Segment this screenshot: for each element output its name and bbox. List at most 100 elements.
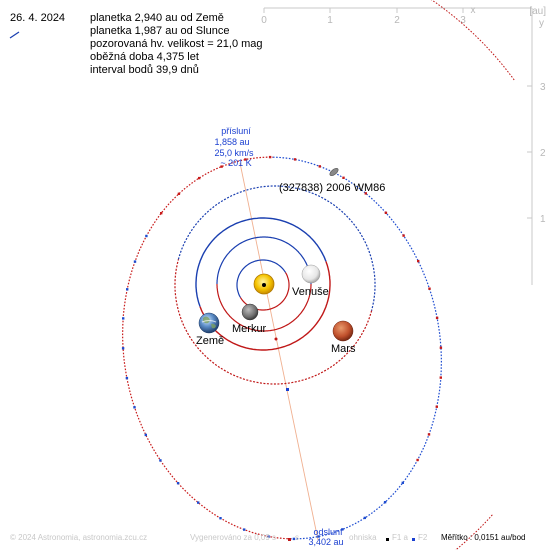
orbit-interval-point (145, 234, 148, 238)
mars-orbit-south (174, 259, 373, 385)
apsidal-line (239, 162, 319, 541)
orbit-interval-point (292, 537, 296, 541)
orbit-interval-point (125, 376, 129, 380)
x-tick-label: 0 (261, 15, 267, 26)
copyright-text[interactable]: © 2024 Astronomia, astronomia.zcu.cz (10, 533, 148, 542)
info-line-period: oběžná doba 4,375 let (90, 51, 199, 63)
info-line-magnitude: pozorovaná hv. velikost = 21,0 mag (90, 38, 263, 50)
legend-focus-text: ohniska (349, 533, 377, 542)
orbit-interval-point (243, 528, 246, 531)
orbit-interval-point (364, 192, 367, 195)
orbit-interval-point (293, 158, 297, 161)
outer-orbit-fragment-top (431, 0, 516, 82)
venus-orbit-north (216, 236, 312, 284)
orbit-interval-point (133, 406, 136, 409)
orbit-points-group (121, 155, 443, 541)
x-tick-label: 1 (327, 15, 333, 26)
perihelion-label: přísluní 1,858 au 25,0 km/s ~ 201 K (214, 126, 254, 168)
asteroid-orbit-south (121, 156, 292, 540)
orbit-interval-point (177, 192, 181, 195)
orbit-interval-point (428, 287, 431, 290)
info-line-distance-sun: planetka 1,987 au od Slunce (90, 25, 230, 37)
perihelion-temperature: ~ 201 K (220, 158, 251, 168)
legend-f1-text: F1 a (392, 533, 409, 542)
legend-black-square (386, 538, 389, 541)
axes: 0 1 2 3 x [au] y 3 2 1 (261, 5, 546, 285)
orbit-interval-point (383, 501, 387, 504)
orbit-interval-point (121, 347, 125, 350)
orbit-interval-point (317, 535, 320, 538)
x-tick-label: 3 (460, 15, 466, 26)
orbit-interval-point (267, 535, 271, 538)
mercury-icon (241, 303, 259, 321)
outer-orbit-fragment-bottom (454, 514, 493, 550)
orbit-interval-point (220, 165, 223, 168)
orbit-interval-point (318, 165, 321, 168)
earth-orbit-north (195, 217, 327, 307)
sun-icon (253, 273, 275, 295)
asteroid-orbit-north (272, 156, 443, 540)
aphelion-distance: 3,402 au (308, 537, 343, 547)
orbits-group (121, 0, 516, 550)
asteroid-icon (329, 167, 339, 177)
direction-mark (9, 31, 20, 39)
perihelion-title: přísluní (221, 126, 251, 136)
venus-icon (301, 264, 321, 284)
aphelion-title: odsluní (313, 527, 343, 537)
venus-orbit-south (216, 284, 312, 332)
orbit-interval-point (439, 346, 443, 349)
legend-s-text: s (295, 533, 299, 542)
info-line-interval: interval bodů 39,9 dnů (90, 64, 199, 76)
earth-label: Země (196, 335, 224, 347)
perihelion-speed: 25,0 km/s (214, 148, 254, 158)
date-label: 26. 4. 2024 (10, 12, 66, 24)
orbit-interval-point (122, 317, 125, 320)
orbit-interval-point (244, 158, 247, 161)
aphelion-label: odsluní 3,402 au (308, 527, 343, 547)
sun-position-marker (274, 337, 278, 341)
orbit-interval-point (401, 481, 404, 484)
orbit-interval-point (144, 433, 147, 437)
orbit-interval-point (416, 458, 419, 462)
orbit-interval-point (402, 234, 405, 237)
generated-time-text: Vygenerováno za 0,09 s (190, 533, 276, 542)
orbit-interval-point (439, 376, 442, 379)
mars-icon (332, 320, 354, 342)
earth-orbit-south (199, 261, 331, 351)
y-axis-label: y (539, 18, 544, 29)
orbit-interval-point (133, 260, 137, 263)
venus-label: Venuše (292, 286, 329, 298)
orbit-interval-point (219, 517, 222, 520)
x-tick-label: 2 (394, 15, 400, 26)
perihelion-distance: 1,858 au (214, 137, 249, 147)
y-tick-label: 3 (540, 82, 546, 93)
orbit-interval-point (197, 501, 200, 504)
orbit-interval-point (435, 316, 439, 320)
mercury-orbit-north (236, 259, 287, 298)
orbit-interval-point (342, 176, 345, 179)
orbit-interval-point (268, 155, 272, 159)
legend-blue-square (412, 538, 415, 541)
y-tick-label: 1 (540, 214, 546, 225)
orbit-interval-point (384, 211, 388, 214)
orbit-interval-point (435, 405, 438, 408)
focus-f2-marker (286, 388, 289, 391)
orbit-interval-point (126, 288, 129, 291)
earth-icon (198, 312, 220, 334)
orbit-interval-point (176, 482, 180, 485)
orbit-interval-point (427, 433, 431, 436)
orbit-interval-point (417, 259, 420, 263)
orbit-interval-point (160, 212, 163, 215)
scale-text: Měřítko : 0,0151 au/bod (441, 533, 526, 542)
x-axis-label: x (471, 5, 476, 16)
legend-f2-text: F2 (418, 533, 428, 542)
info-line-distance-earth: planetka 2,940 au od Země (90, 12, 224, 24)
mars-label: Mars (331, 343, 356, 355)
asteroid-name-label: (327838) 2006 WM86 (279, 182, 385, 194)
axis-unit-label: [au] (529, 6, 546, 17)
mars-orbit-north (177, 185, 376, 311)
orbit-interval-point (363, 516, 366, 520)
orbit-interval-point (341, 528, 344, 531)
mercury-label: Merkur (232, 323, 267, 335)
